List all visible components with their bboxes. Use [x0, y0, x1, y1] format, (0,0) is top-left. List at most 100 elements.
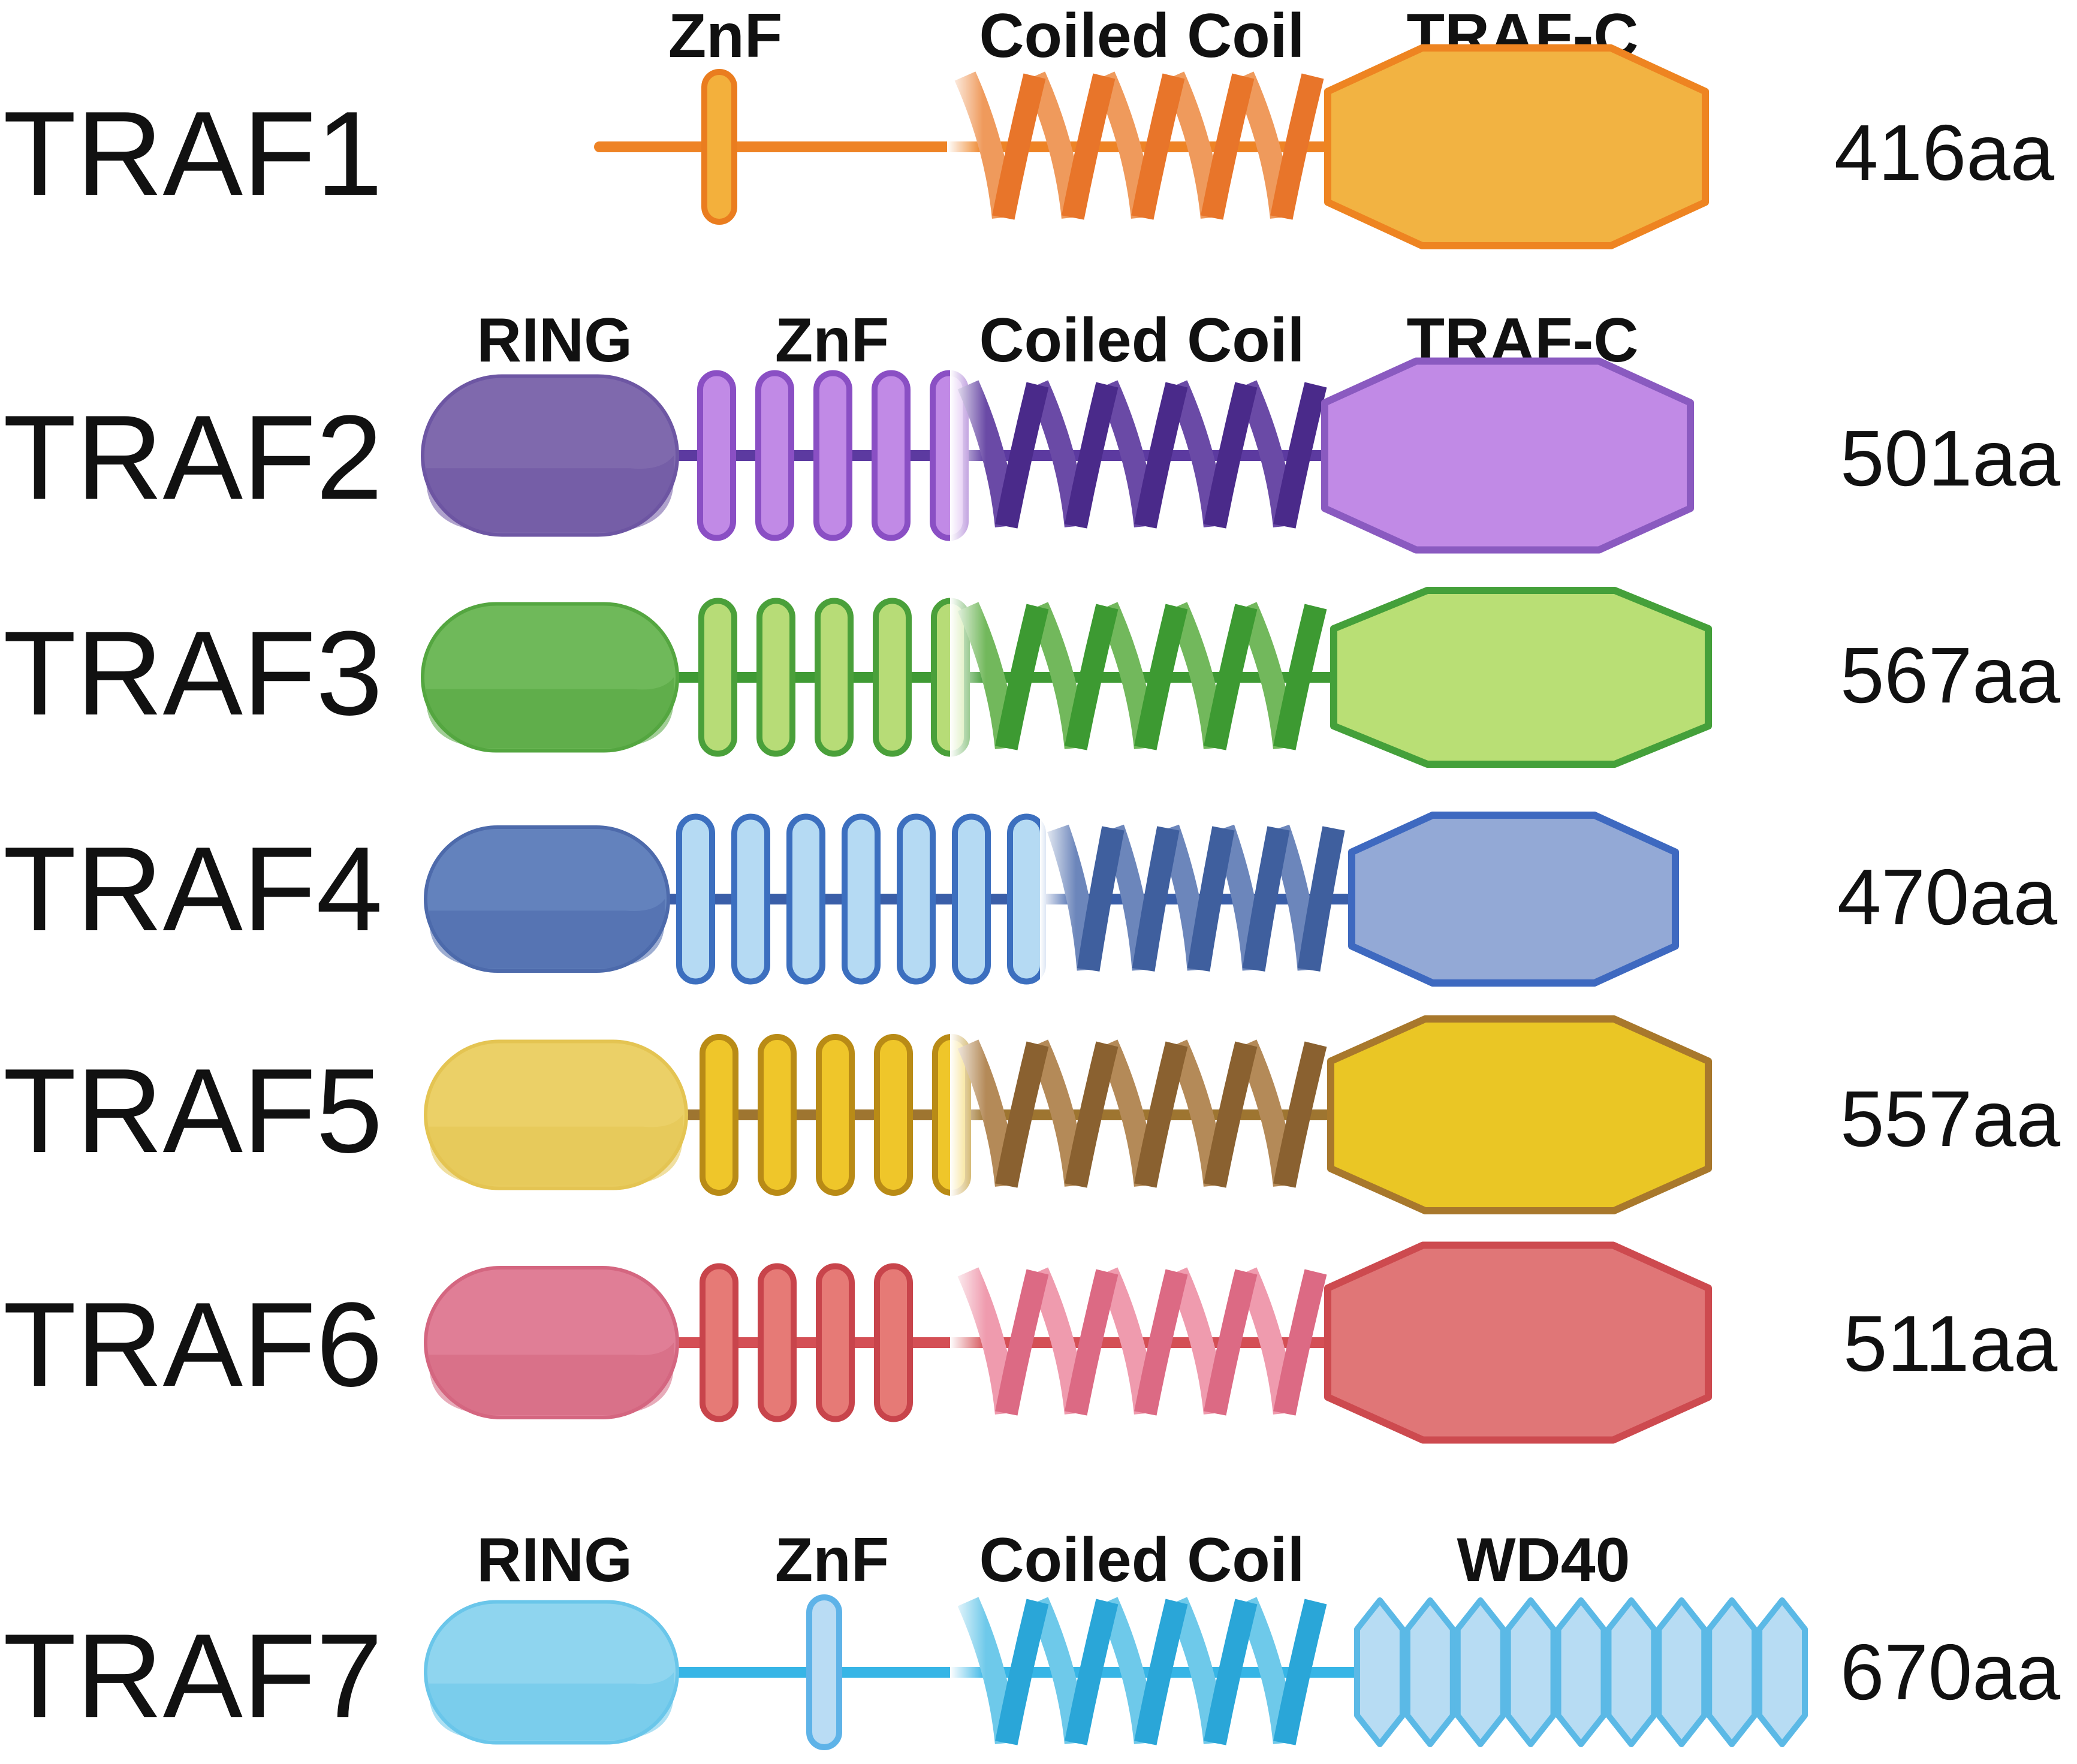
traf2-name: TRAF2	[3, 391, 382, 524]
traf6-coil-front	[1134, 1269, 1188, 1416]
traf4-protein	[424, 812, 1679, 987]
traf6-znf-finger	[816, 1263, 855, 1422]
traf7-ring-label: RING	[477, 1525, 632, 1595]
traf3-znf-finger	[756, 598, 795, 757]
traf2-znf-finger	[813, 370, 852, 541]
traf7-coil-fade	[950, 1587, 986, 1758]
traf4-ring-shade	[429, 899, 665, 969]
traf6-coil-front	[1065, 1269, 1119, 1416]
traf5-coil-front	[1065, 1041, 1119, 1188]
traf4-length: 470aa	[1837, 853, 2058, 941]
traf4-znf-finger	[1007, 813, 1046, 985]
traf4-coil-front	[1187, 826, 1235, 972]
traf4-znf-finger	[786, 813, 825, 985]
traf3-coil-front	[1065, 604, 1119, 750]
traf6-coil-front	[995, 1269, 1049, 1416]
traf5-coil-front	[1273, 1041, 1327, 1188]
traf3-coil-front	[1273, 604, 1327, 750]
traf3-protein	[421, 587, 1712, 768]
traf3-length: 567aa	[1840, 631, 2061, 719]
traf4-coil-front	[1077, 826, 1125, 972]
traf2-znf-finger	[755, 370, 794, 541]
traf3-coil-front	[1204, 604, 1258, 750]
traf3-znf-finger	[698, 598, 737, 757]
traf1-coil-label: Coiled Coil	[979, 1, 1304, 71]
traf1-coil-fade	[947, 61, 983, 233]
traf5-znf-finger	[758, 1034, 797, 1196]
traf2-ring-shade	[426, 456, 674, 533]
traf7-wd40-blade	[1605, 1597, 1657, 1747]
traf7-wd40-blade	[1404, 1597, 1456, 1747]
traf7-wd40-blade	[1454, 1597, 1506, 1747]
traf6-trafc-domain	[1324, 1241, 1712, 1444]
traf4-znf-finger	[731, 813, 770, 985]
traf3-coil-fade	[950, 592, 986, 763]
traf6-coil-front	[1273, 1269, 1327, 1416]
traf2-znf-finger	[697, 370, 736, 541]
traf3-name: TRAF3	[3, 607, 382, 740]
traf4-znf-finger	[676, 813, 715, 985]
traf5-coil-fade	[950, 1029, 986, 1201]
traf4-name: TRAF4	[3, 822, 382, 956]
traf3-ring-shade	[426, 677, 674, 749]
traf7-length: 670aa	[1840, 1628, 2061, 1716]
traf3-coil-front	[1134, 604, 1188, 750]
traf2-ring-label: RING	[477, 306, 632, 375]
traf4-coil-fade	[1040, 813, 1076, 985]
traf4-znf-finger	[842, 813, 881, 985]
traf1-protein	[594, 44, 1709, 249]
traf1-length: 416aa	[1834, 108, 2055, 197]
traf2-protein	[421, 357, 1694, 554]
traf2-coil-front	[1134, 382, 1188, 529]
traf5-ring-shade	[429, 1115, 683, 1186]
traf6-ring-shade	[429, 1343, 674, 1415]
traf2-znf-label: ZnF	[775, 306, 890, 375]
traf3-trafc-domain	[1330, 587, 1712, 768]
traf2-coil-front	[1273, 382, 1327, 529]
traf7-wd40-blade	[1354, 1597, 1406, 1747]
traf7-coil-front	[1273, 1599, 1327, 1745]
traf7-name: TRAF7	[3, 1609, 382, 1743]
traf1-coil-front	[1270, 73, 1324, 220]
traf1-coil-front	[1131, 73, 1185, 220]
traf3-coil-front	[995, 604, 1049, 750]
traf7-wd40-label: WD40	[1457, 1525, 1630, 1595]
traf5-coil-front	[1204, 1041, 1258, 1188]
traf5-znf-finger	[874, 1034, 913, 1196]
traf1-coil-front	[1062, 73, 1116, 220]
traf1-coil-front	[1201, 73, 1255, 220]
traf7-coil-front	[995, 1599, 1049, 1745]
traf4-coil-front	[1297, 826, 1345, 972]
traf2-coil-label: Coiled Coil	[979, 306, 1304, 375]
traf5-length: 557aa	[1840, 1075, 2061, 1163]
traf7-coil-front	[1204, 1599, 1258, 1745]
traf2-trafc-domain	[1321, 357, 1694, 554]
traf7-wd40-blade	[1706, 1597, 1758, 1747]
traf4-coil-front	[1132, 826, 1180, 972]
traf4-trafc-domain	[1348, 812, 1679, 987]
traf6-znf-finger	[758, 1263, 797, 1422]
traf2-coil-front	[1065, 382, 1119, 529]
traf7-wd40-blade	[1555, 1597, 1607, 1747]
traf7-wd40-blade	[1656, 1597, 1708, 1747]
traf7-wd40-blade	[1756, 1597, 1808, 1747]
traf6-length: 511aa	[1843, 1299, 2058, 1388]
traf7-ring-shade	[429, 1672, 674, 1741]
traf5-coil-front	[995, 1041, 1049, 1188]
traf6-znf-finger	[874, 1263, 913, 1422]
traf3-znf-finger	[873, 598, 912, 757]
traf4-coil-front	[1242, 826, 1290, 972]
traf7-protein	[424, 1587, 1808, 1758]
traf6-protein	[424, 1241, 1712, 1444]
traf7-coil-label: Coiled Coil	[979, 1525, 1304, 1595]
traf1-name: TRAF1	[3, 87, 382, 221]
traf6-coil-front	[1204, 1269, 1258, 1416]
traf7-znf-label: ZnF	[775, 1525, 890, 1595]
traf1-znf-label: ZnF	[668, 1, 783, 71]
traf2-coil-fade	[950, 370, 986, 541]
traf5-coil-front	[1134, 1041, 1188, 1188]
traf2-coil-front	[995, 382, 1049, 529]
traf1-coil-front	[992, 73, 1046, 220]
traf3-znf-finger	[815, 598, 854, 757]
